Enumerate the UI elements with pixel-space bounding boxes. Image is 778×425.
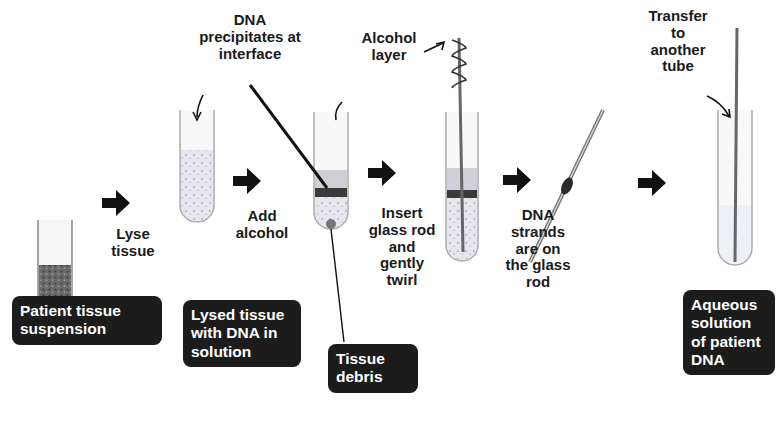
step-label: Lyse tissue	[100, 226, 166, 260]
box-text: Patient tissue suspension	[20, 302, 154, 339]
box-text: Aqueous solution of patient DNA	[691, 296, 767, 369]
box-text: Lysed tissue with DNA in solution	[191, 306, 293, 361]
step-label: Alcohol layer	[352, 30, 426, 64]
step-label: Add alcohol	[232, 208, 292, 242]
step-label: Transfer to another tube	[648, 8, 708, 75]
step-label: DNA strands are on the glass rod	[505, 207, 571, 291]
caption-box: Aqueous solution of patient DNA	[683, 290, 775, 375]
step-label: DNA precipitates at interface	[196, 12, 304, 62]
box-text: Tissue debris	[336, 350, 410, 387]
step-label: Insert glass rod and gently twirl	[368, 205, 436, 289]
caption-box: Lysed tissue with DNA in solution	[183, 300, 301, 367]
caption-box: Patient tissue suspension	[12, 296, 162, 345]
caption-box: Tissue debris	[328, 344, 418, 393]
